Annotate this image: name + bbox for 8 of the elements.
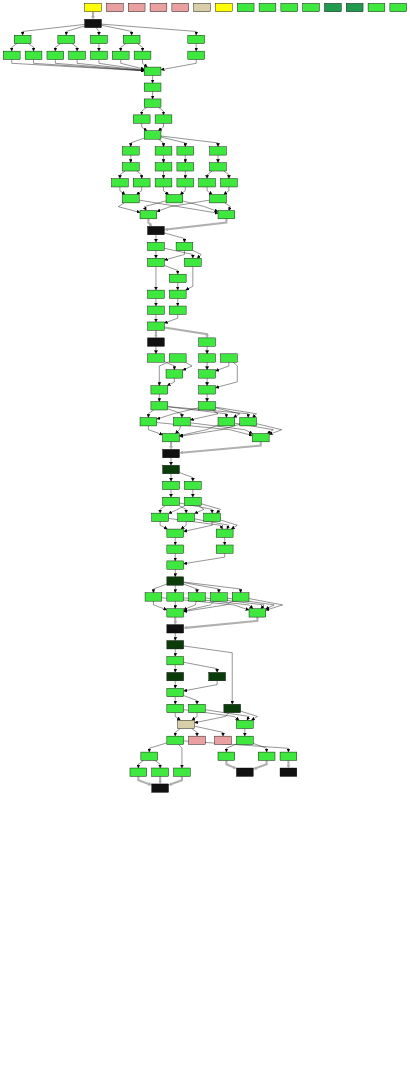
arrow	[164, 326, 209, 339]
arrow	[147, 218, 153, 227]
arrow	[253, 760, 268, 770]
arrow	[164, 218, 228, 232]
arrow	[137, 776, 152, 786]
arrow	[183, 617, 259, 630]
arrow	[179, 441, 262, 455]
arrow	[168, 776, 183, 786]
